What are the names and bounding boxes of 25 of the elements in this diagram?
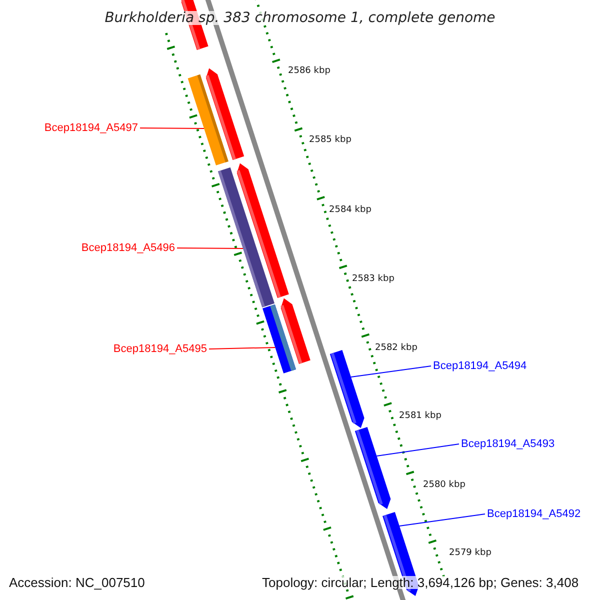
leader-line xyxy=(140,128,204,129)
title: Burkholderia sp. 383 chromosome 1, complete genome xyxy=(104,11,496,25)
gene-bar xyxy=(330,350,364,428)
gene-bar xyxy=(218,167,274,308)
leader-line xyxy=(398,514,486,526)
gene-label: Bcep18194_A5492 xyxy=(487,508,581,520)
accession-text: Accession: NC_007510 xyxy=(9,576,145,588)
leader-line xyxy=(350,366,432,378)
scale-label: 2585 kbp xyxy=(309,136,352,144)
scale-label: 2583 kbp xyxy=(352,274,394,284)
gene-label: Bcep18194_A5494 xyxy=(433,360,527,372)
gene-bar xyxy=(262,304,296,374)
scale-label: 2584 kbp xyxy=(329,206,372,214)
leader-line xyxy=(208,346,276,350)
leader-line xyxy=(176,248,244,249)
gene-bar xyxy=(354,427,391,509)
genome-info-text: Topology: circular; Length: 3,694,126 bp; Genes: 3,408 xyxy=(262,576,579,588)
gene-label: Bcep18194_A5495 xyxy=(113,344,207,354)
gene-bar xyxy=(188,74,228,166)
scale-label: 2586 kbp xyxy=(288,66,330,76)
scale-label: 2580 kbp xyxy=(423,480,466,490)
gene-label: Bcep18194_A5496 xyxy=(81,242,175,254)
gene-label: Bcep18194_A5497 xyxy=(44,122,138,134)
gene-label: Bcep18194_A5493 xyxy=(461,438,555,450)
leader-line xyxy=(376,444,460,456)
